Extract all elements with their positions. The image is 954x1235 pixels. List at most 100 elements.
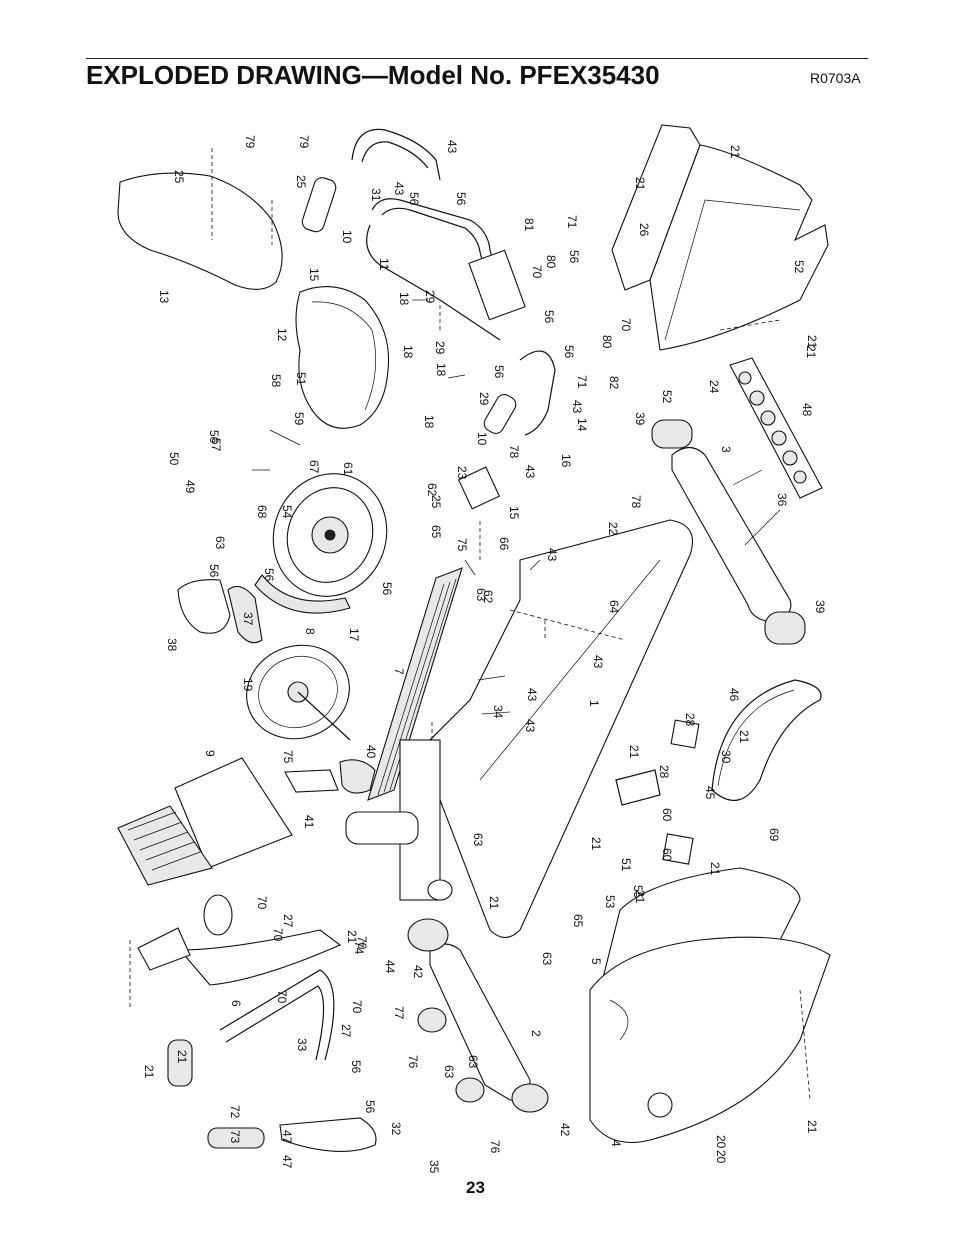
callout-label: 44 [383, 960, 397, 974]
callout-label: 25 [294, 175, 308, 189]
side-shield-4 [589, 936, 831, 1144]
callout-label: 21 [142, 1065, 156, 1079]
callout-label: 78 [507, 445, 521, 459]
callout-label: 43 [545, 548, 559, 562]
seat [117, 172, 283, 290]
pedal-41 [284, 769, 339, 793]
callout-label: 15 [307, 268, 321, 282]
callout-label: 53 [603, 895, 617, 909]
end-cap-39-bottom [764, 611, 806, 645]
callout-label: 47 [280, 1155, 294, 1169]
callout-label: 73 [228, 1130, 242, 1144]
callout-label: 19 [241, 678, 255, 692]
drawing-reference: R0703A [810, 70, 861, 86]
callout-label: 60 [660, 848, 674, 862]
handlebar-32 [279, 1117, 377, 1152]
main-frame-1 [429, 519, 694, 939]
callout-label: 8 [303, 628, 317, 635]
callout-label: 70 [275, 990, 289, 1004]
callout-label: 82 [607, 376, 621, 390]
callout-label: 80 [600, 335, 614, 349]
callout-label: 21 [345, 930, 359, 944]
callout-label: 43 [523, 719, 537, 733]
console-9 [174, 757, 293, 869]
callout-label: 21 [728, 145, 742, 159]
callout-label: 1 [587, 700, 601, 707]
callout-label: 80 [544, 255, 558, 269]
callout-label: 56 [562, 345, 576, 359]
end-cap-39-top [651, 419, 693, 449]
callout-label: 10 [340, 230, 354, 244]
callout-label: 61 [341, 462, 355, 476]
callout-label: 45 [703, 786, 717, 800]
callout-label: 65 [429, 525, 443, 539]
callout-label: 81 [522, 218, 536, 232]
footplate [117, 805, 213, 886]
callout-label: 12 [275, 328, 289, 342]
grip-71-lower [207, 1127, 265, 1149]
callout-label: 21 [487, 896, 501, 910]
callout-label: 18 [422, 415, 436, 429]
callout-label: 56 [492, 365, 506, 379]
handle-14 [519, 350, 556, 436]
callout-label: 50 [167, 452, 181, 466]
callout-label: 63 [540, 952, 554, 966]
callout-label: 62 [481, 590, 495, 604]
callout-label: 49 [183, 480, 197, 494]
callout-label: 62 [425, 483, 439, 497]
callout-label: 70 [271, 928, 285, 942]
callout-label: 5 [589, 958, 603, 965]
callout-label: 43 [392, 182, 406, 196]
callout-label: 65 [571, 914, 585, 928]
callout-label: 41 [302, 815, 316, 829]
grip-10-lower [483, 394, 517, 434]
callout-label: 9 [203, 750, 217, 757]
drive-belt-68 [711, 679, 822, 801]
callout-label: 27 [339, 1024, 353, 1038]
callout-label: 76 [488, 1140, 502, 1154]
callout-label: 78 [629, 495, 643, 509]
callout-label: 51 [619, 858, 633, 872]
callout-label: 40 [364, 745, 378, 759]
callout-label: 18 [397, 292, 411, 306]
seat-handle-upper [351, 128, 441, 181]
bolt-81-bracket [203, 894, 233, 936]
end-cap-42-bottom [511, 1083, 549, 1113]
callout-label: 47 [280, 1130, 294, 1144]
callout-label: 54 [280, 505, 294, 519]
callout-label: 75 [281, 750, 295, 764]
callout-label: 21 [805, 335, 819, 349]
callout-label: 14 [575, 418, 589, 432]
callout-label: 35 [427, 1160, 441, 1174]
front-tube [345, 811, 419, 845]
callout-label: 56 [407, 192, 421, 206]
page-number: 23 [466, 1178, 485, 1197]
callout-label: 22 [606, 522, 620, 536]
callout-label: 28 [683, 713, 697, 727]
callout-label: 21 [804, 345, 818, 359]
callout-label: 60 [660, 808, 674, 822]
callout-label: 39 [633, 412, 647, 426]
callout-label: 63 [466, 1055, 480, 1069]
rear-shroud-24 [649, 144, 829, 351]
grip-10-upper [301, 177, 337, 233]
bracket-30 [670, 719, 700, 749]
callout-label: 56 [542, 310, 556, 324]
seat-rail-7 [367, 567, 463, 801]
brake-8 [254, 574, 351, 614]
callout-label: 71 [565, 215, 579, 229]
callout-label: 30 [719, 750, 733, 764]
callout-label: 56 [363, 1100, 377, 1114]
callout-label: 21 [633, 890, 647, 904]
callout-label: 4 [609, 1140, 623, 1147]
callout-label: 33 [295, 1038, 309, 1052]
callout-label: 29 [477, 392, 491, 406]
callout-label: 21 [627, 745, 641, 759]
callout-label: 74 [352, 941, 366, 955]
callout-label: 15 [507, 506, 521, 520]
callout-label: 56 [567, 250, 581, 264]
wheel-75-bottom [455, 1077, 485, 1103]
callout-label: 28 [657, 765, 671, 779]
callout-label: 42 [558, 1123, 572, 1137]
